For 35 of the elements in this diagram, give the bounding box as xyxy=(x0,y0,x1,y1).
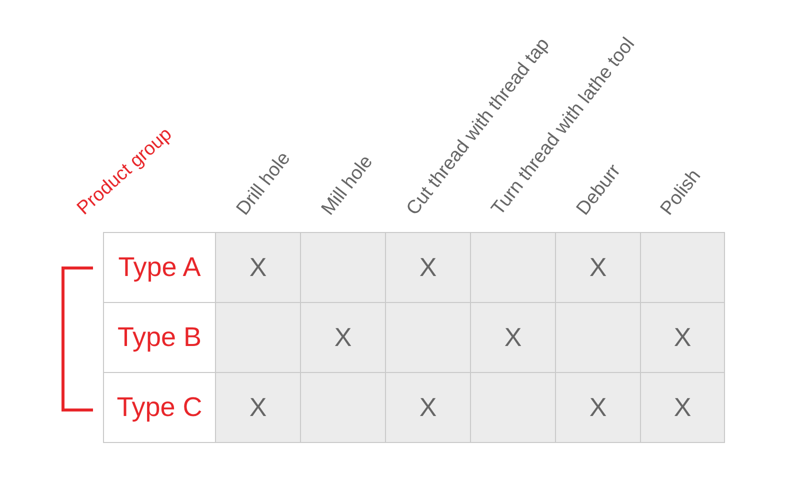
row-header-cell xyxy=(103,372,216,443)
row-label: Type A xyxy=(118,252,201,283)
table-cell xyxy=(300,302,386,373)
check-mark: X xyxy=(674,392,692,423)
table-cell xyxy=(215,372,301,443)
table-cell xyxy=(300,232,386,303)
check-mark: X xyxy=(249,392,267,423)
check-mark: X xyxy=(419,392,437,423)
table-cell xyxy=(470,372,556,443)
check-mark: X xyxy=(419,252,437,283)
table-cell xyxy=(555,232,641,303)
check-mark: X xyxy=(334,322,352,353)
column-header: Mill hole xyxy=(317,152,378,220)
table-cell xyxy=(470,232,556,303)
table-cell xyxy=(555,372,641,443)
table-cell xyxy=(385,372,471,443)
table-cell xyxy=(385,232,471,303)
column-header: Drill hole xyxy=(232,148,295,220)
table-cell xyxy=(470,302,556,373)
check-mark: X xyxy=(504,322,522,353)
check-mark: X xyxy=(589,252,607,283)
table-cell xyxy=(555,302,641,373)
table-cell xyxy=(640,372,725,443)
check-mark: X xyxy=(674,322,692,353)
table-cell xyxy=(640,232,725,303)
table-cell xyxy=(300,372,386,443)
table-cell xyxy=(215,302,301,373)
check-mark: X xyxy=(589,392,607,423)
table-cell xyxy=(215,232,301,303)
row-header-cell xyxy=(103,232,216,303)
table-cell xyxy=(385,302,471,373)
row-label: Type C xyxy=(116,392,202,423)
row-label: Type B xyxy=(117,322,202,353)
table-cell xyxy=(640,302,725,373)
check-mark: X xyxy=(249,252,267,283)
